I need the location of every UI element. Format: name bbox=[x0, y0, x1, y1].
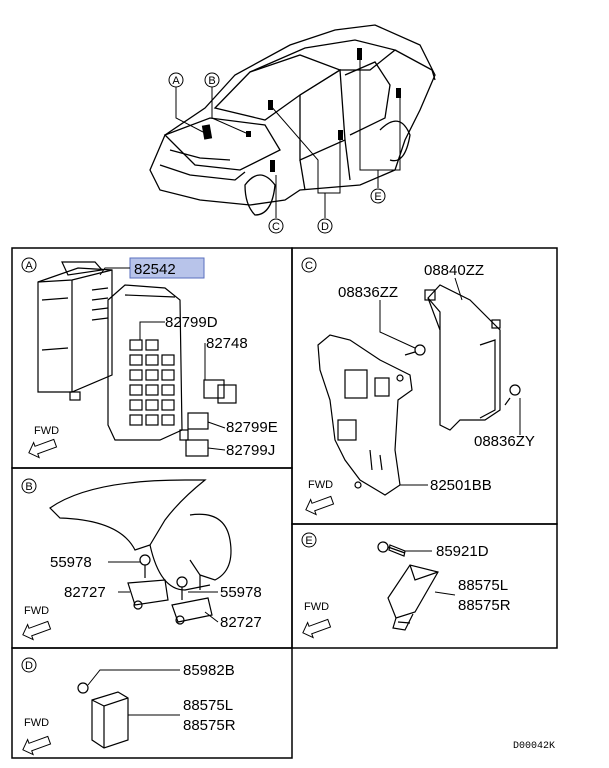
part-85921d: 85921D bbox=[436, 543, 489, 560]
fwd-arrow-d: FWD bbox=[22, 717, 52, 756]
panel-e-leaders bbox=[405, 550, 456, 596]
bracket-82501bb-illustration bbox=[317, 334, 413, 496]
svg-text:A: A bbox=[25, 260, 33, 272]
sensor-88575-d-illustration bbox=[77, 682, 129, 749]
car-module-markers bbox=[201, 48, 401, 172]
part-88575l-d: 88575L bbox=[183, 697, 233, 714]
fwd-arrow-e: FWD bbox=[302, 601, 332, 639]
part-82799j: 82799J bbox=[226, 442, 275, 459]
bolt-08836-illustrations bbox=[404, 344, 521, 406]
part-82501bb: 82501BB bbox=[430, 477, 492, 494]
panel-c-leaders bbox=[379, 277, 521, 486]
bolt-85921d-illustration bbox=[377, 541, 406, 557]
panel-frames bbox=[11, 247, 558, 759]
panel-c: C bbox=[301, 257, 535, 516]
callout-e: E bbox=[370, 188, 386, 204]
panel-d-letter: D bbox=[21, 657, 37, 673]
diagram-code: D00042K bbox=[513, 741, 555, 752]
panel-b-letter: B bbox=[21, 478, 37, 494]
car-callout-leaders bbox=[175, 55, 401, 218]
panel-e: E 85921D 88575L 88575R FWD bbox=[301, 532, 511, 639]
panel-a-letter: A bbox=[21, 257, 37, 273]
part-88575l-e: 88575L bbox=[458, 577, 508, 594]
part-85982b: 85982B bbox=[183, 662, 235, 679]
panel-b: B 55978 82727 55978 8 bbox=[21, 478, 262, 641]
svg-text:B: B bbox=[208, 75, 215, 87]
part-82542: 82542 bbox=[134, 261, 176, 278]
part-82799e: 82799E bbox=[226, 419, 278, 436]
part-82799d: 82799D bbox=[165, 314, 218, 331]
steering-column-illustration bbox=[49, 479, 232, 591]
svg-text:FWD: FWD bbox=[304, 601, 329, 613]
svg-text:E: E bbox=[374, 191, 381, 203]
callout-b: B bbox=[204, 72, 220, 88]
etacs-module-illustration bbox=[37, 261, 113, 401]
car-overview bbox=[149, 24, 436, 216]
panel-a: A bbox=[21, 257, 278, 459]
svg-text:FWD: FWD bbox=[24, 605, 49, 617]
part-88575r-e: 88575R bbox=[458, 597, 511, 614]
panel-d-leaders bbox=[87, 669, 180, 716]
panel-c-letter: C bbox=[301, 257, 317, 273]
svg-text:FWD: FWD bbox=[24, 717, 49, 729]
panel-a-leaders bbox=[99, 267, 226, 451]
bolt-illustrations bbox=[139, 554, 188, 600]
part-82727-2: 82727 bbox=[220, 614, 262, 631]
panel-d: D 85982B 88575L 88575R FWD bbox=[21, 657, 236, 756]
sensor-88575-e-illustration bbox=[387, 564, 439, 631]
svg-text:A: A bbox=[172, 75, 180, 87]
svg-text:B: B bbox=[25, 481, 32, 493]
sensor-82727-illustrations bbox=[127, 579, 213, 625]
svg-text:E: E bbox=[305, 535, 312, 547]
svg-text:FWD: FWD bbox=[308, 479, 333, 491]
svg-text:D: D bbox=[321, 221, 329, 233]
part-08840zz: 08840ZZ bbox=[424, 262, 484, 279]
part-08836zy: 08836ZY bbox=[474, 433, 535, 450]
part-88575r-d: 88575R bbox=[183, 717, 236, 734]
svg-text:FWD: FWD bbox=[34, 425, 59, 437]
module-08840zz-illustration bbox=[424, 284, 501, 431]
fwd-arrow-c: FWD bbox=[305, 479, 335, 516]
svg-text:C: C bbox=[272, 221, 280, 233]
svg-text:C: C bbox=[305, 260, 313, 272]
svg-text:D: D bbox=[25, 660, 33, 672]
car-callouts: A B C D E bbox=[168, 72, 386, 234]
callout-a: A bbox=[168, 72, 184, 88]
part-82748: 82748 bbox=[206, 335, 248, 352]
part-82727-1: 82727 bbox=[64, 584, 106, 601]
junction-block-illustration bbox=[107, 284, 183, 441]
part-55978-2: 55978 bbox=[220, 584, 262, 601]
part-08836zz: 08836ZZ bbox=[338, 284, 398, 301]
fwd-arrow-a: FWD bbox=[28, 425, 59, 459]
fwd-arrow-b: FWD bbox=[22, 605, 52, 641]
panel-e-letter: E bbox=[301, 532, 317, 548]
part-55978-1: 55978 bbox=[50, 554, 92, 571]
callout-d: D bbox=[317, 218, 333, 234]
panel-b-leaders bbox=[108, 561, 219, 623]
callout-c: C bbox=[268, 218, 284, 234]
